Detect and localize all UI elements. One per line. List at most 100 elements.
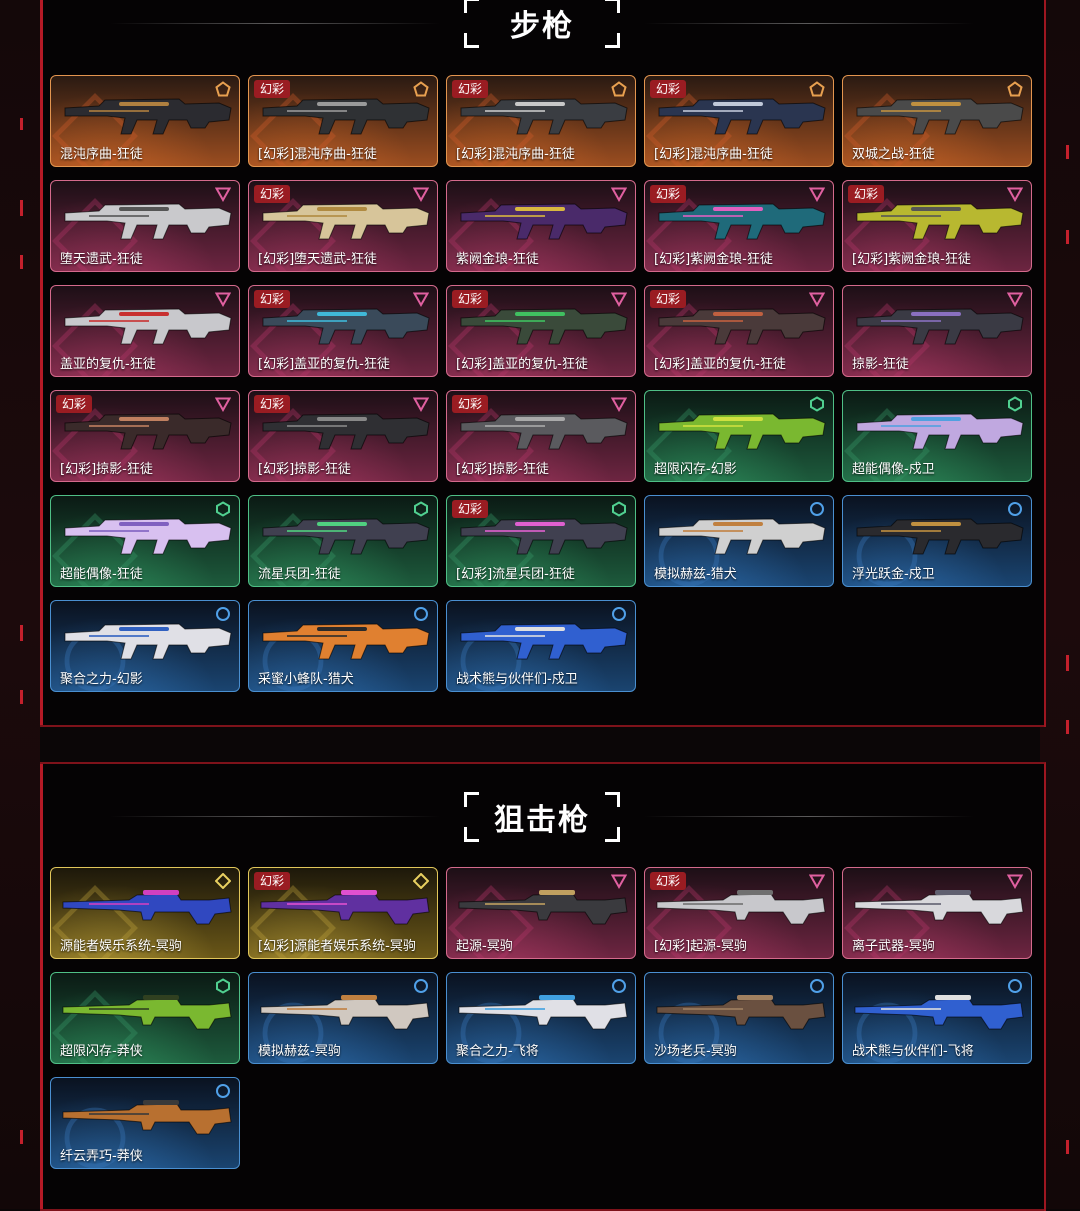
skin-card[interactable]: 纤云弄巧-莽侠 bbox=[50, 1077, 240, 1169]
skin-name: [幻彩]混沌序曲-狂徒 bbox=[456, 147, 575, 162]
skin-name: 聚合之力-幻影 bbox=[60, 672, 143, 687]
rifle-image bbox=[64, 518, 232, 555]
skin-card[interactable]: 战术熊与伙伴们-飞将 bbox=[842, 972, 1032, 1064]
variant-badge: 幻彩 bbox=[452, 500, 489, 518]
hexagon-icon bbox=[810, 396, 824, 412]
circle-icon bbox=[1008, 502, 1022, 516]
triangle-icon bbox=[1007, 874, 1023, 889]
rifle-image bbox=[658, 518, 826, 555]
skin-name: [幻彩]堕天遗武-狂徒 bbox=[258, 252, 377, 267]
skin-card[interactable]: 浮光跃金-戍卫 bbox=[842, 495, 1032, 587]
sniper-rifle-image bbox=[458, 890, 628, 925]
skin-name: 混沌序曲-狂徒 bbox=[60, 147, 143, 162]
left-backdrop bbox=[0, 0, 40, 1209]
skin-name: 流星兵团-狂徒 bbox=[258, 567, 341, 582]
skin-card[interactable]: 离子武器-冥驹 bbox=[842, 867, 1032, 959]
hexagon-icon bbox=[1008, 396, 1022, 412]
triangle-icon bbox=[611, 187, 627, 202]
skin-card[interactable]: 模拟赫兹-冥驹 bbox=[248, 972, 438, 1064]
skin-card[interactable]: 聚合之力-飞将 bbox=[446, 972, 636, 1064]
variant-badge: 幻彩 bbox=[650, 290, 687, 308]
skin-card[interactable]: 模拟赫兹-猎犬 bbox=[644, 495, 834, 587]
rifle-image bbox=[856, 98, 1024, 135]
title-divider-left bbox=[110, 23, 440, 24]
skin-card[interactable]: 超限闪存-幻影 bbox=[644, 390, 834, 482]
skin-card[interactable]: 超能偶像-戍卫 bbox=[842, 390, 1032, 482]
skin-card[interactable]: 混沌序曲-狂徒 bbox=[50, 75, 240, 167]
skin-card[interactable]: 紫阙金琅-狂徒 bbox=[446, 180, 636, 272]
circle-icon bbox=[810, 502, 824, 516]
rifle-image bbox=[262, 203, 430, 240]
skin-card[interactable]: 幻彩[幻彩]掠影-狂徒 bbox=[446, 390, 636, 482]
skin-card[interactable]: 幻彩[幻彩]流星兵团-狂徒 bbox=[446, 495, 636, 587]
variant-badge: 幻彩 bbox=[650, 185, 687, 203]
sniper-section-heading: 狙击枪 bbox=[464, 792, 620, 842]
skin-card[interactable]: 幻彩[幻彩]盖亚的复仇-狂徒 bbox=[446, 285, 636, 377]
triangle-icon bbox=[413, 292, 429, 307]
skin-name: 纤云弄巧-莽侠 bbox=[60, 1149, 143, 1164]
skin-name: [幻彩]混沌序曲-狂徒 bbox=[258, 147, 377, 162]
title-divider-right bbox=[644, 816, 974, 817]
skin-card[interactable]: 幻彩[幻彩]混沌序曲-狂徒 bbox=[644, 75, 834, 167]
skin-name: [幻彩]掠影-狂徒 bbox=[456, 462, 549, 477]
right-backdrop bbox=[1040, 0, 1080, 1209]
title-divider-right bbox=[644, 23, 974, 24]
skin-card[interactable]: 聚合之力-幻影 bbox=[50, 600, 240, 692]
skin-card[interactable]: 掠影-狂徒 bbox=[842, 285, 1032, 377]
skin-card[interactable]: 超限闪存-莽侠 bbox=[50, 972, 240, 1064]
rifle-image bbox=[262, 413, 430, 450]
rifle-image bbox=[460, 98, 628, 135]
skin-card[interactable]: 幻彩[幻彩]盖亚的复仇-狂徒 bbox=[644, 285, 834, 377]
skin-card[interactable]: 堕天遗武-狂徒 bbox=[50, 180, 240, 272]
skin-card[interactable]: 双城之战-狂徒 bbox=[842, 75, 1032, 167]
skin-card[interactable]: 战术熊与伙伴们-戍卫 bbox=[446, 600, 636, 692]
rifle-image bbox=[64, 623, 232, 660]
variant-badge: 幻彩 bbox=[848, 185, 885, 203]
sniper-skin-grid: 源能者娱乐系统-冥驹幻彩[幻彩]源能者娱乐系统-冥驹起源-冥驹幻彩[幻彩]起源-… bbox=[50, 867, 1040, 1169]
skin-card[interactable]: 幻彩 [幻彩]紫阙金琅-狂徒 bbox=[842, 180, 1032, 272]
hexagon-icon bbox=[216, 978, 230, 994]
rifle-skin-grid: 混沌序曲-狂徒幻彩[幻彩]混沌序曲-狂徒幻彩[幻彩]混沌序曲-狂徒幻彩[幻彩]混… bbox=[50, 75, 1040, 692]
skin-card[interactable]: 盖亚的复仇-狂徒 bbox=[50, 285, 240, 377]
skin-card[interactable]: 幻彩[幻彩]掠影-狂徒 bbox=[248, 390, 438, 482]
variant-badge: 幻彩 bbox=[254, 290, 291, 308]
rifle-image bbox=[262, 308, 430, 345]
skin-name: 浮光跃金-戍卫 bbox=[852, 567, 935, 582]
sniper-rifle-image bbox=[62, 995, 232, 1030]
title-divider-left bbox=[110, 816, 440, 817]
skin-name: [幻彩]紫阙金琅-狂徒 bbox=[654, 252, 773, 267]
pentagon-icon bbox=[413, 81, 429, 97]
skin-card[interactable]: 幻彩[幻彩]混沌序曲-狂徒 bbox=[248, 75, 438, 167]
skin-name: [幻彩]起源-冥驹 bbox=[654, 939, 747, 954]
skin-card[interactable]: 采蜜小蜂队-猎犬 bbox=[248, 600, 438, 692]
skin-name: 超限闪存-幻影 bbox=[654, 462, 737, 477]
diamond-icon bbox=[413, 873, 429, 889]
skin-name: 采蜜小蜂队-猎犬 bbox=[258, 672, 354, 687]
rifle-image bbox=[64, 203, 232, 240]
skin-card[interactable]: 幻彩 [幻彩]混沌序曲-狂徒 bbox=[446, 75, 636, 167]
skin-card[interactable]: 幻彩[幻彩]堕天遗武-狂徒 bbox=[248, 180, 438, 272]
skin-card[interactable]: 起源-冥驹 bbox=[446, 867, 636, 959]
triangle-icon bbox=[1007, 187, 1023, 202]
triangle-icon bbox=[809, 874, 825, 889]
skin-name: [幻彩]掠影-狂徒 bbox=[60, 462, 153, 477]
rifle-image bbox=[460, 308, 628, 345]
skin-name: 超能偶像-狂徒 bbox=[60, 567, 143, 582]
triangle-icon bbox=[215, 292, 231, 307]
skin-card[interactable]: 幻彩[幻彩]盖亚的复仇-狂徒 bbox=[248, 285, 438, 377]
sniper-rifle-image bbox=[656, 890, 826, 925]
skin-card[interactable]: 幻彩[幻彩]起源-冥驹 bbox=[644, 867, 834, 959]
rifle-image bbox=[460, 203, 628, 240]
sniper-rifle-image bbox=[260, 890, 430, 925]
rifle-image bbox=[262, 518, 430, 555]
skin-card[interactable]: 沙场老兵-冥驹 bbox=[644, 972, 834, 1064]
variant-badge: 幻彩 bbox=[452, 80, 489, 98]
skin-card[interactable]: 幻彩[幻彩]掠影-狂徒 bbox=[50, 390, 240, 482]
skin-card[interactable]: 幻彩 [幻彩]紫阙金琅-狂徒 bbox=[644, 180, 834, 272]
skin-card[interactable]: 流星兵团-狂徒 bbox=[248, 495, 438, 587]
skin-card[interactable]: 超能偶像-狂徒 bbox=[50, 495, 240, 587]
skin-name: [幻彩]紫阙金琅-狂徒 bbox=[852, 252, 971, 267]
skin-card[interactable]: 幻彩[幻彩]源能者娱乐系统-冥驹 bbox=[248, 867, 438, 959]
skin-card[interactable]: 源能者娱乐系统-冥驹 bbox=[50, 867, 240, 959]
circle-icon bbox=[414, 979, 428, 993]
